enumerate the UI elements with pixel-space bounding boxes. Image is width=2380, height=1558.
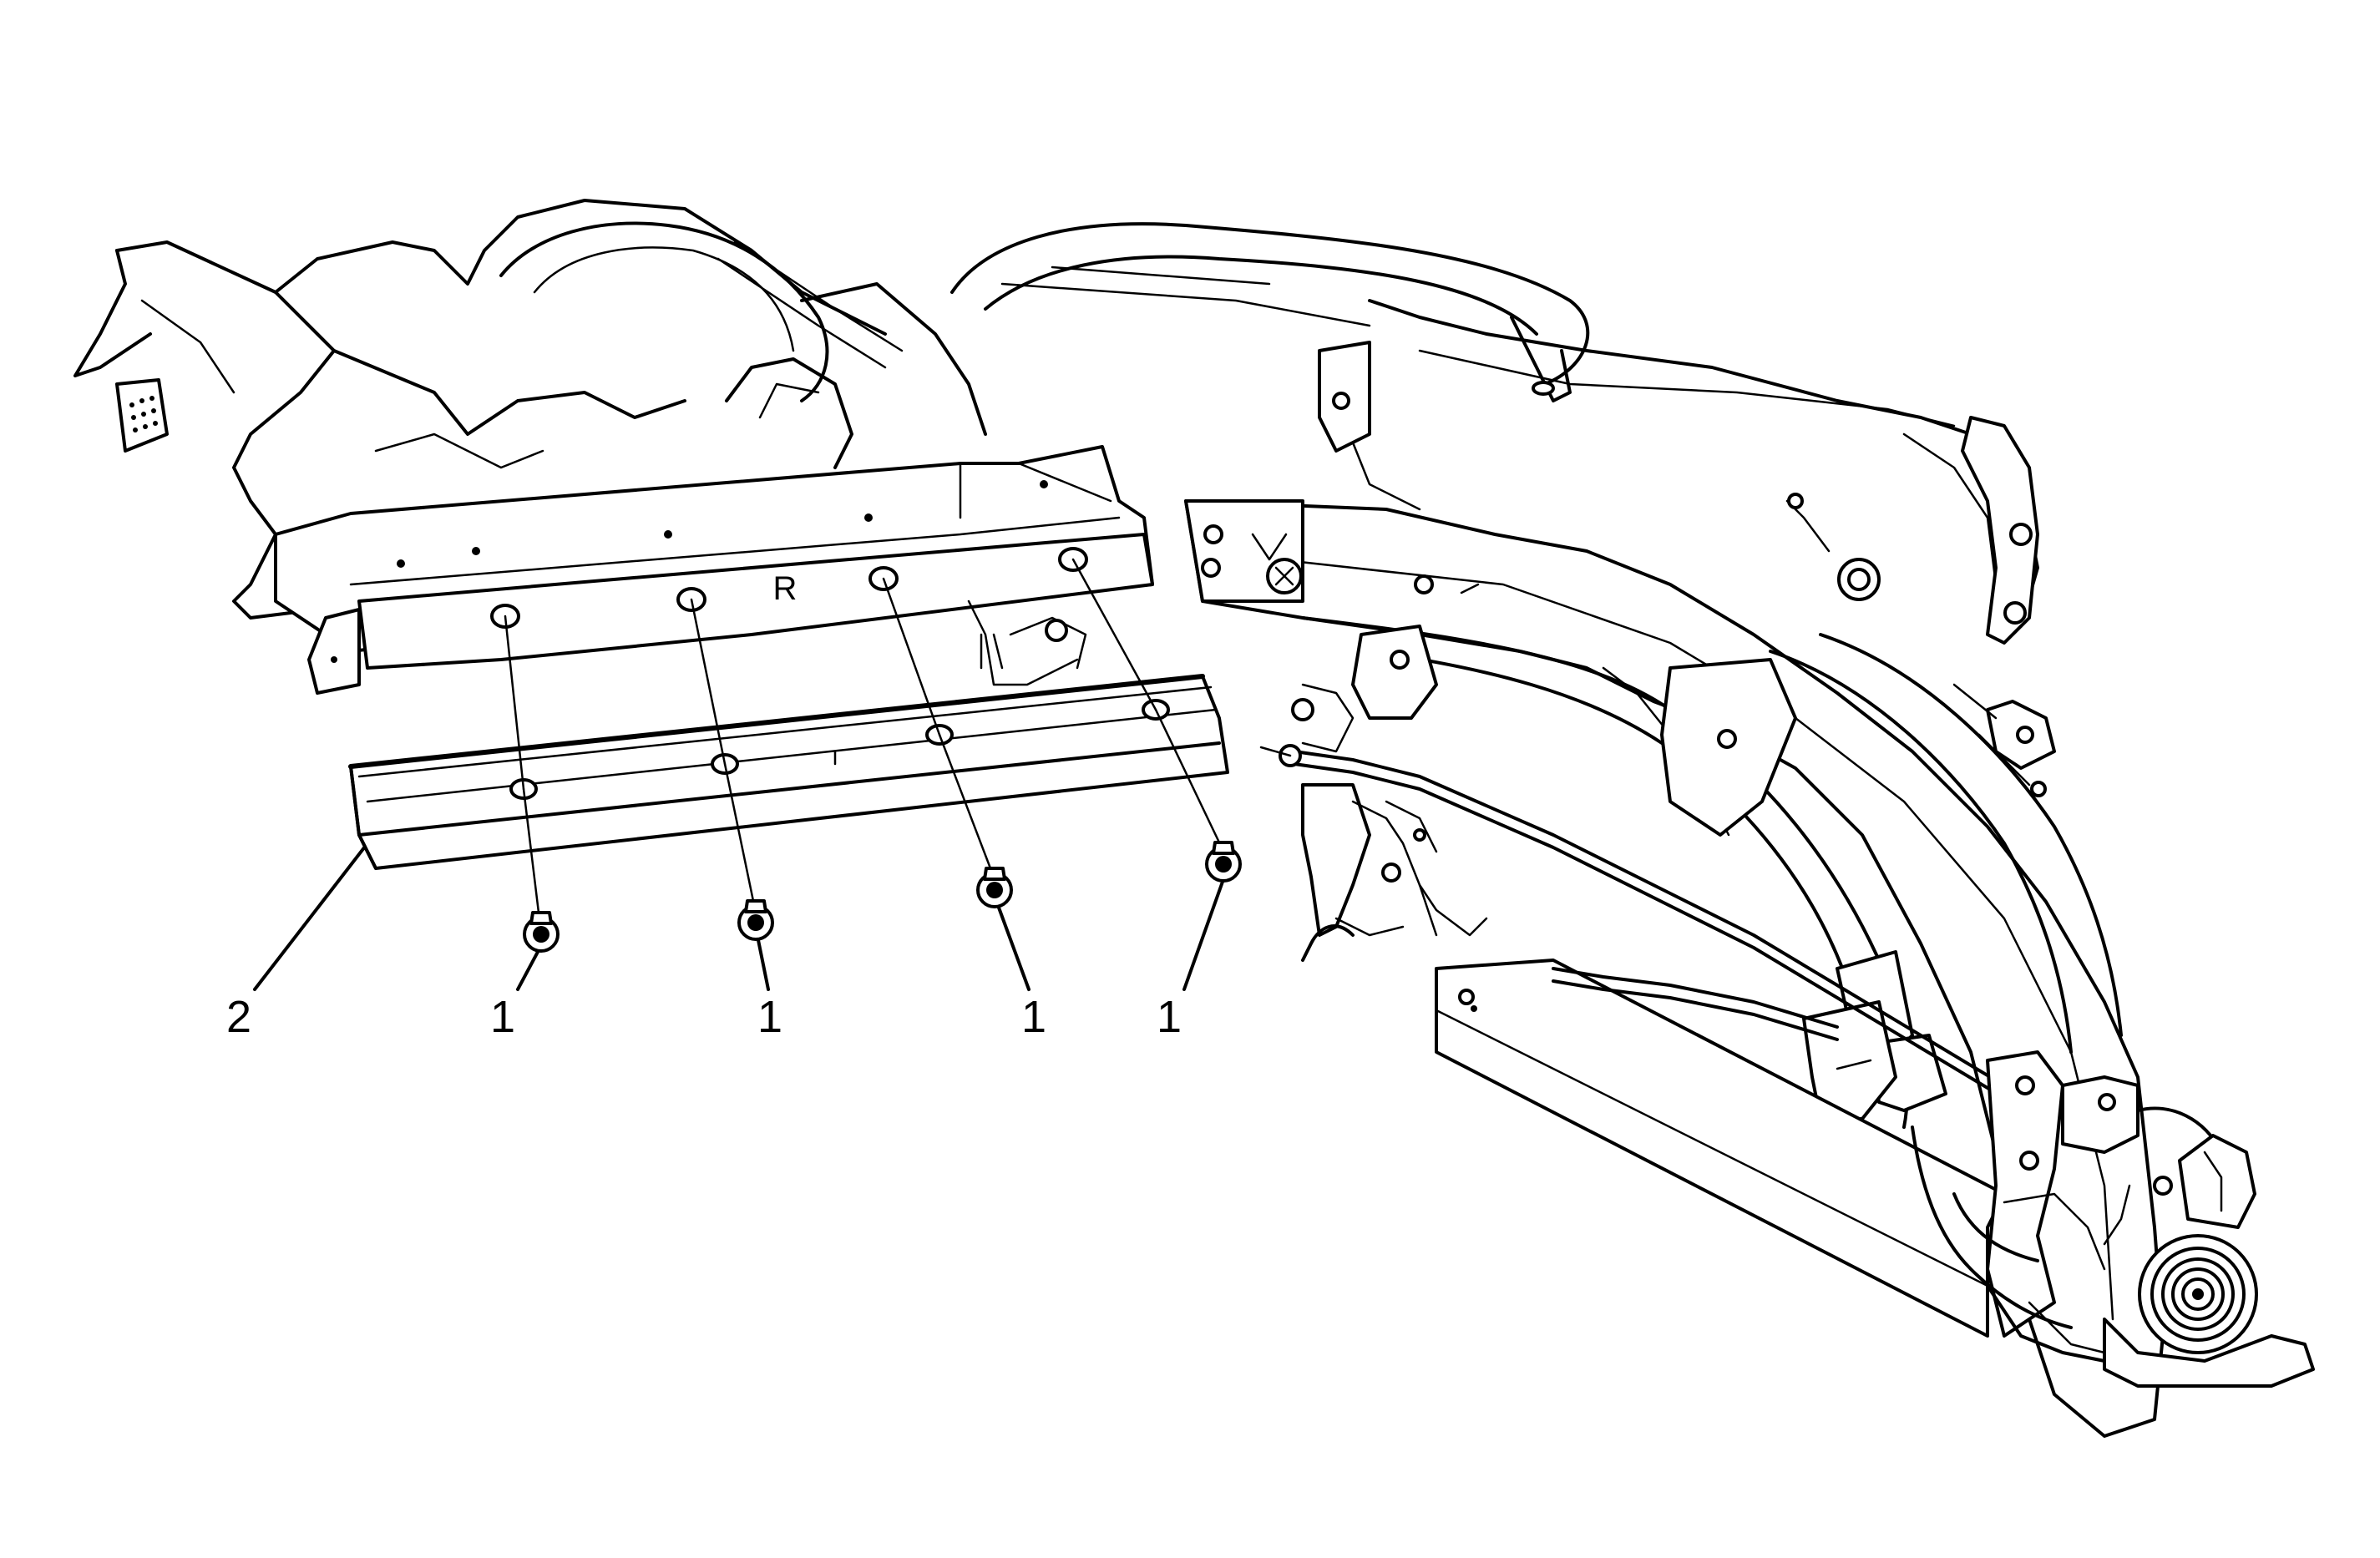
bolt-2 (737, 899, 774, 941)
center-linkage-mechanism (967, 599, 1087, 686)
front-header-frame (950, 222, 2039, 645)
bolt-3 (976, 867, 1013, 908)
fastener-bolts (523, 841, 1242, 953)
callout-2-retainer: 2 (226, 992, 251, 1042)
callout-labels: 2 1 1 1 1 (226, 992, 1182, 1042)
bolt-1 (523, 911, 560, 953)
alignment-lines (504, 558, 1221, 914)
callout-1-bolt: 1 (490, 992, 515, 1042)
bolt-4 (1205, 841, 1242, 883)
leader-lines (253, 845, 1224, 991)
callout-1-bolt: 1 (1021, 992, 1046, 1042)
callout-1-bolt: 1 (1157, 992, 1182, 1042)
part-marking-r: R (773, 570, 798, 607)
side-rail-arm (1184, 499, 2165, 1438)
callout-1-bolt: 1 (757, 992, 782, 1042)
drive-mechanism (1291, 625, 1488, 962)
weatherstrip-retainer (348, 674, 1229, 870)
right-end-latch-assembly (1911, 1050, 2315, 1388)
rear-bow-assembly: R (73, 199, 1154, 695)
lower-side-panel (1259, 744, 2006, 1338)
